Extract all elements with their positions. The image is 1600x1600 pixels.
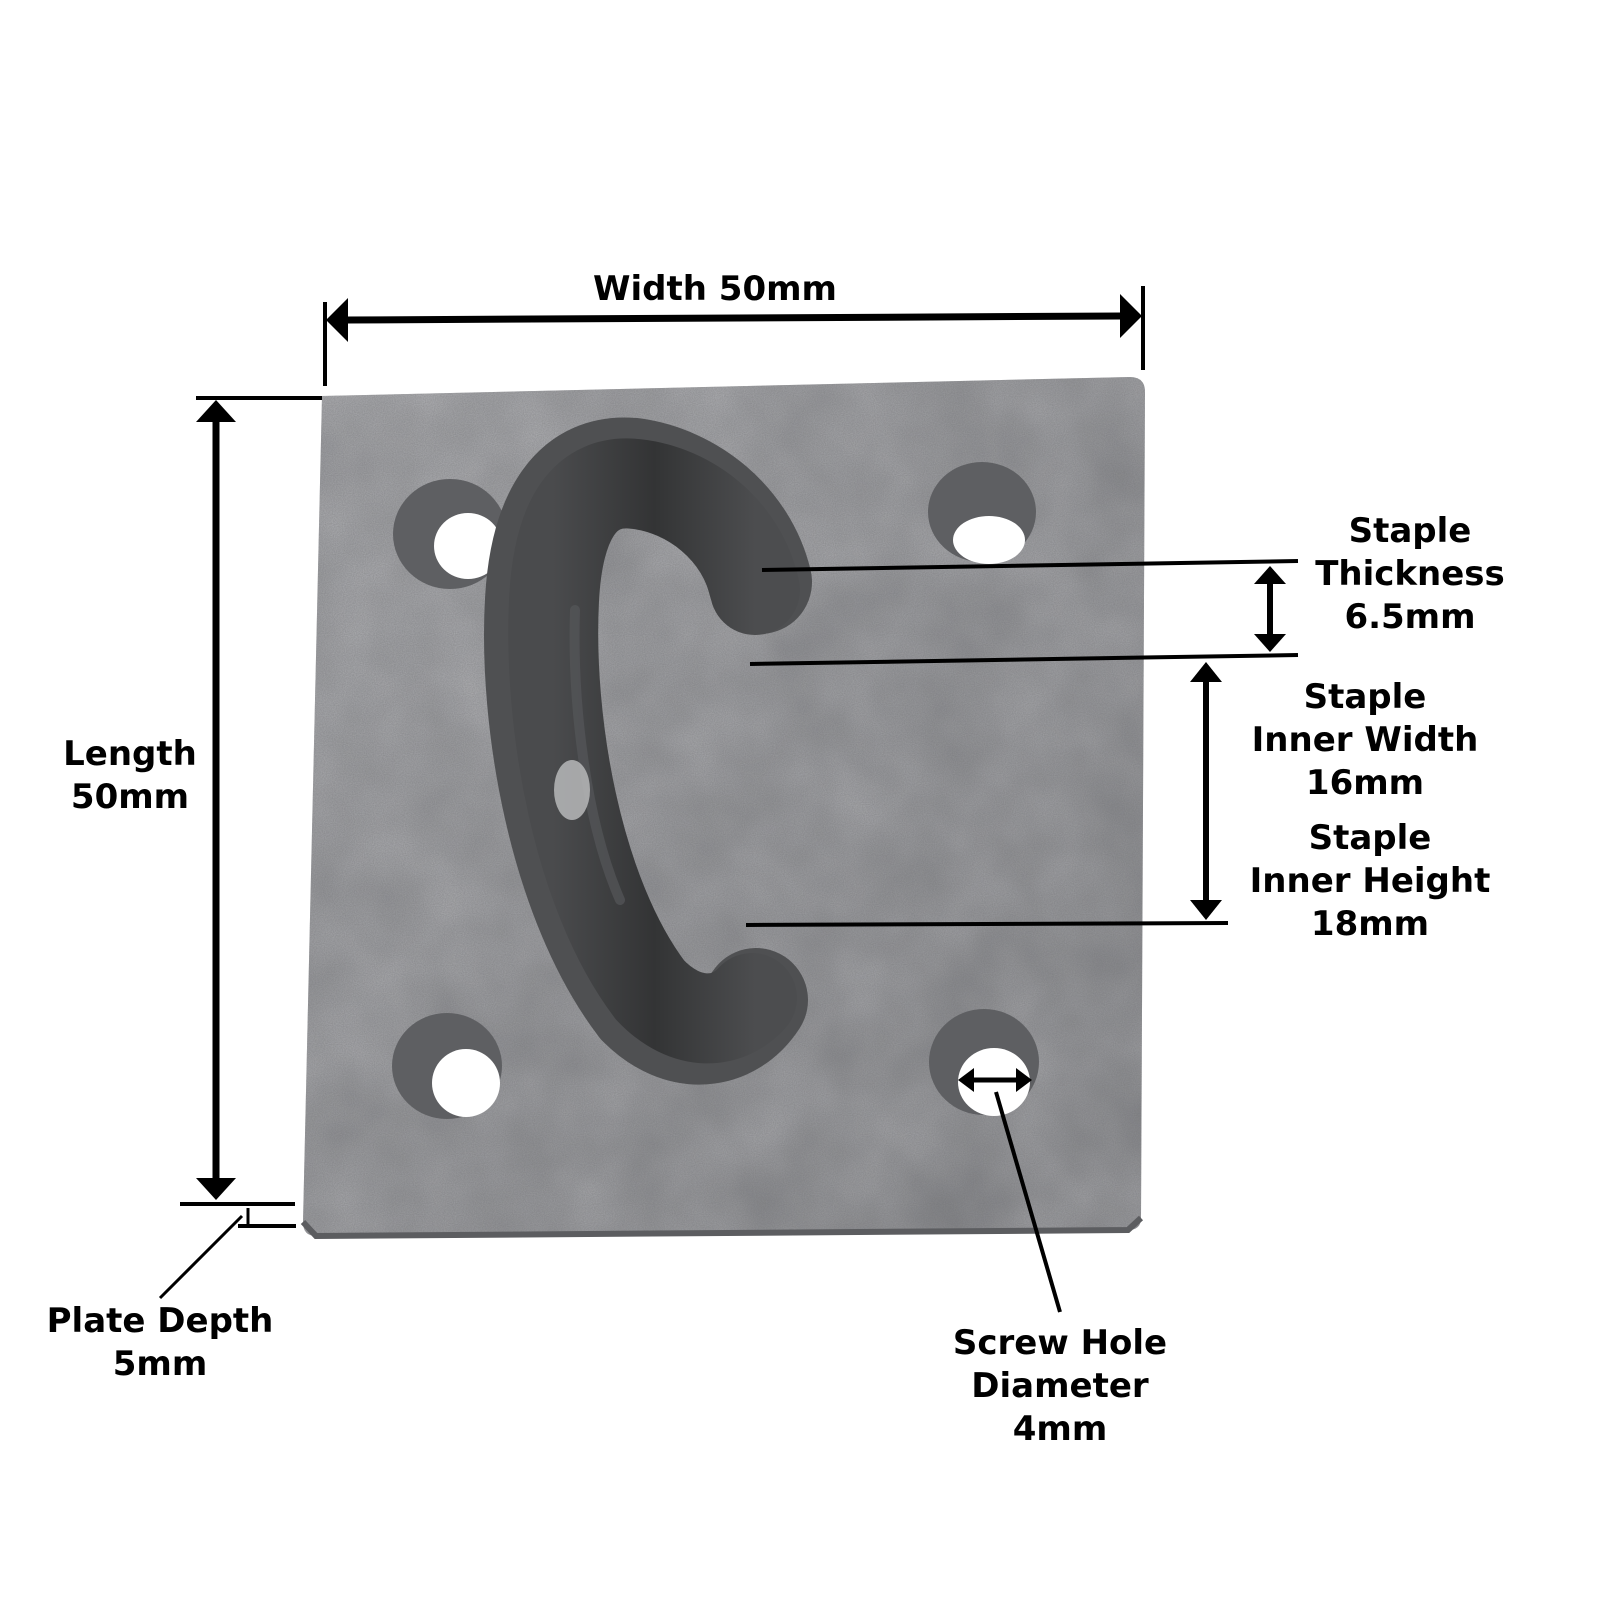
staple-inner-width-line-3: 16mm	[1305, 763, 1425, 803]
hole-opening	[953, 516, 1025, 564]
width-label: Width 50mm	[593, 269, 837, 309]
staple-inner-width-line-2: Inner Width	[1251, 720, 1479, 760]
width-dimension-line	[345, 312, 1123, 324]
length-arrow-top	[196, 400, 236, 422]
staple-inner-height-line-1: Staple	[1308, 818, 1432, 858]
hole-opening	[434, 513, 502, 579]
staple-worn-spot	[554, 760, 590, 820]
width-arrow-left	[326, 298, 348, 342]
hole-leader	[994, 1091, 1062, 1313]
length-label-line-2: 50mm	[70, 777, 190, 817]
staple-highlight	[569, 605, 625, 905]
thickness-extension-top	[761, 559, 1299, 572]
staple-hook	[484, 417, 812, 1085]
inner-arrow-bottom	[1190, 900, 1222, 920]
screw-hole-label: Screw Hole Diameter 4mm	[935, 1322, 1185, 1451]
dimension-lines	[158, 286, 1299, 1313]
staple-inner-height-line-3: 18mm	[1310, 904, 1430, 944]
staple-thickness-line-1: Staple	[1348, 511, 1472, 551]
length-label: Length 50mm	[50, 733, 210, 819]
length-arrow-bottom	[196, 1178, 236, 1200]
hole-arrow-right	[1016, 1068, 1032, 1092]
length-label-line-1: Length	[63, 734, 197, 774]
screw-hole-line-3: 4mm	[1012, 1409, 1108, 1449]
inner-extension-bottom	[745, 921, 1229, 927]
plate-depth-label: Plate Depth 5mm	[30, 1300, 290, 1386]
thickness-arrow-bottom	[1254, 634, 1286, 652]
plate-depth-line-1: Plate Depth	[46, 1301, 274, 1341]
staple-thickness-line-3: 6.5mm	[1344, 597, 1476, 637]
staple-inner-height-label: Staple Inner Height 18mm	[1235, 817, 1505, 946]
screw-hole-top-left	[393, 479, 507, 589]
screw-hole-bottom-left	[392, 1013, 502, 1119]
thickness-extension-bottom	[749, 653, 1299, 666]
staple-thickness-label: Staple Thickness 6.5mm	[1305, 510, 1515, 639]
hole-opening	[432, 1049, 500, 1117]
width-arrow-right	[1120, 294, 1142, 338]
inner-arrow-top	[1190, 662, 1222, 682]
thickness-arrow-top	[1254, 566, 1286, 584]
plate-depth-line-2: 5mm	[112, 1344, 208, 1384]
staple-thickness-line-2: Thickness	[1315, 554, 1505, 594]
hole-arrow-left	[958, 1068, 974, 1092]
staple-inner-height-line-2: Inner Height	[1249, 861, 1491, 901]
staple-inner-width-line-1: Staple	[1303, 677, 1427, 717]
staple-body	[508, 438, 800, 1064]
depth-leader	[158, 1214, 244, 1300]
staple-inner-width-label: Staple Inner Width 16mm	[1245, 676, 1485, 805]
screw-hole-line-1: Screw Hole	[952, 1323, 1168, 1363]
screw-hole-top-right	[928, 462, 1036, 564]
screw-hole-line-2: Diameter	[971, 1366, 1149, 1406]
plate-edge	[300, 1215, 1144, 1240]
